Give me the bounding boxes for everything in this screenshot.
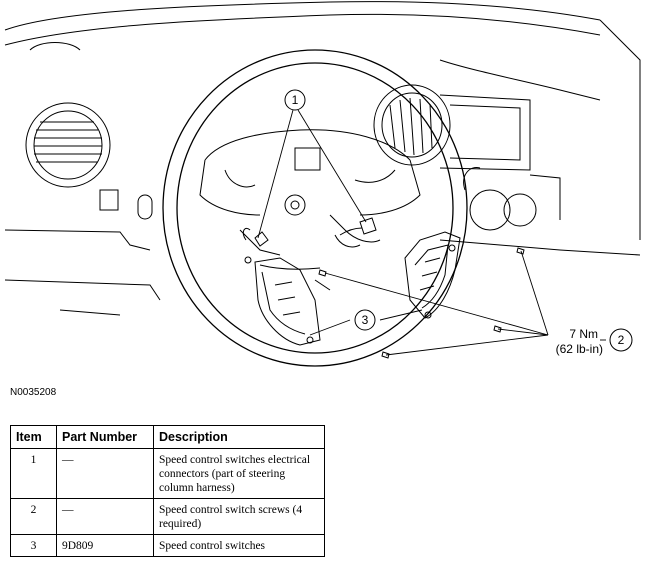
row-item: 3: [10, 534, 57, 557]
leader-lines: [257, 109, 606, 356]
table-row: 1 — Speed control switches electrical co…: [10, 448, 325, 499]
table-header-row: Item Part Number Description: [10, 425, 325, 449]
callout-3: 3: [362, 313, 369, 327]
row-part-number: 9D809: [56, 534, 154, 557]
electrical-connectors: [242, 217, 377, 247]
parts-table: Item Part Number Description 1 — Speed c…: [10, 425, 325, 557]
right-speed-control-switch: [404, 231, 461, 319]
steering-column-hub: [199, 129, 421, 291]
illustration-reference-code: N0035208: [10, 387, 57, 398]
right-air-vent: [373, 84, 451, 166]
steering-wheel-rim: [162, 49, 468, 367]
callout-circles: [284, 89, 633, 352]
header-part-number: Part Number: [56, 425, 154, 449]
callout-1: 1: [292, 93, 299, 107]
callout-2: 2: [618, 333, 625, 347]
row-description: Speed control switch screws (4 required): [153, 498, 325, 535]
row-part-number: —: [56, 498, 154, 535]
torque-metric: 7 Nm: [569, 327, 598, 341]
row-item: 1: [10, 448, 57, 499]
left-speed-control-switch: [244, 256, 321, 346]
dashboard-outline: [4, 1, 641, 316]
header-description: Description: [153, 425, 325, 449]
steering-wheel-illustration: 1 3 2 7 Nm (62 lb-in): [4, 1, 641, 367]
row-item: 2: [10, 498, 57, 535]
row-description: Speed control switches electrical connec…: [153, 448, 325, 499]
switch-screws: [318, 247, 525, 359]
row-description: Speed control switches: [153, 534, 325, 557]
torque-imperial: (62 lb-in): [556, 342, 603, 356]
table-row: 3 9D809 Speed control switches: [10, 534, 325, 557]
left-air-vent: [25, 102, 111, 188]
header-item: Item: [10, 425, 57, 449]
row-part-number: —: [56, 448, 154, 499]
table-row: 2 — Speed control switch screws (4 requi…: [10, 498, 325, 535]
